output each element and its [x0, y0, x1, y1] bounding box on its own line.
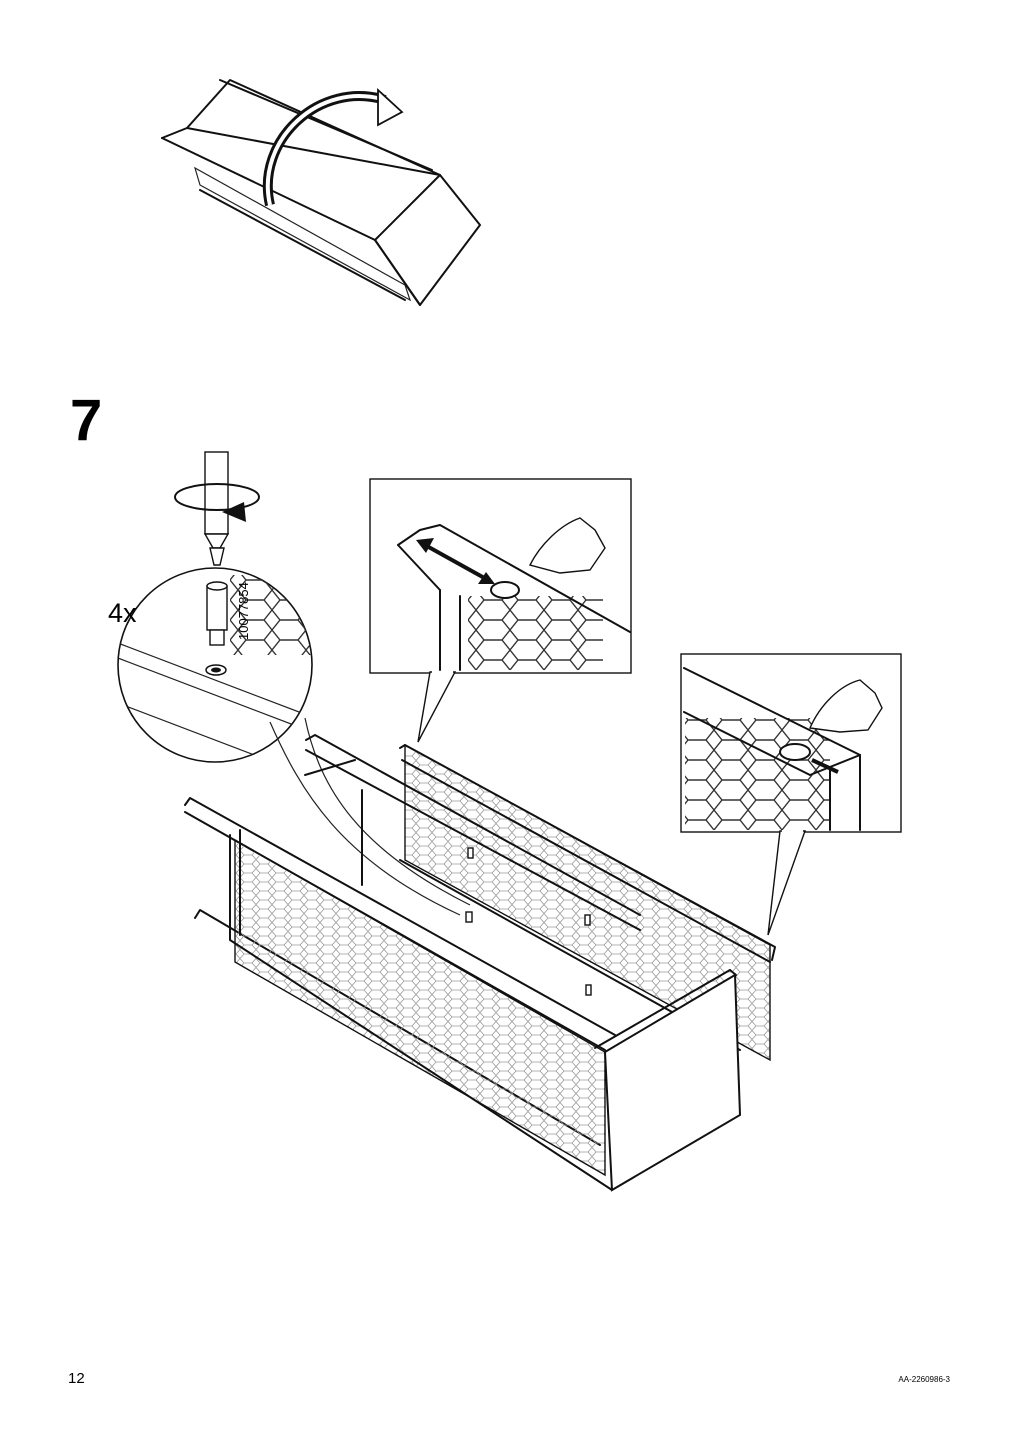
callout-left — [369, 478, 632, 743]
shelf-pin-icon — [206, 585, 228, 631]
zoom-detail-circle — [117, 567, 471, 916]
screwdriver-rotate-icon — [174, 451, 260, 566]
quantity-label: 4x — [108, 598, 137, 628]
page-number: 12 — [68, 1370, 85, 1387]
step-number: 7 — [70, 388, 103, 453]
shelf-pin-icon — [465, 847, 592, 996]
callout-right — [680, 653, 902, 936]
hand-press-icon — [808, 679, 883, 733]
flip-cabinet-icon — [161, 79, 481, 306]
cabinet-assembly — [184, 734, 776, 1192]
document-code: AA-2260986-3 — [898, 1375, 950, 1384]
hand-press-icon — [528, 517, 606, 574]
part-number: 10077854 — [236, 582, 251, 640]
